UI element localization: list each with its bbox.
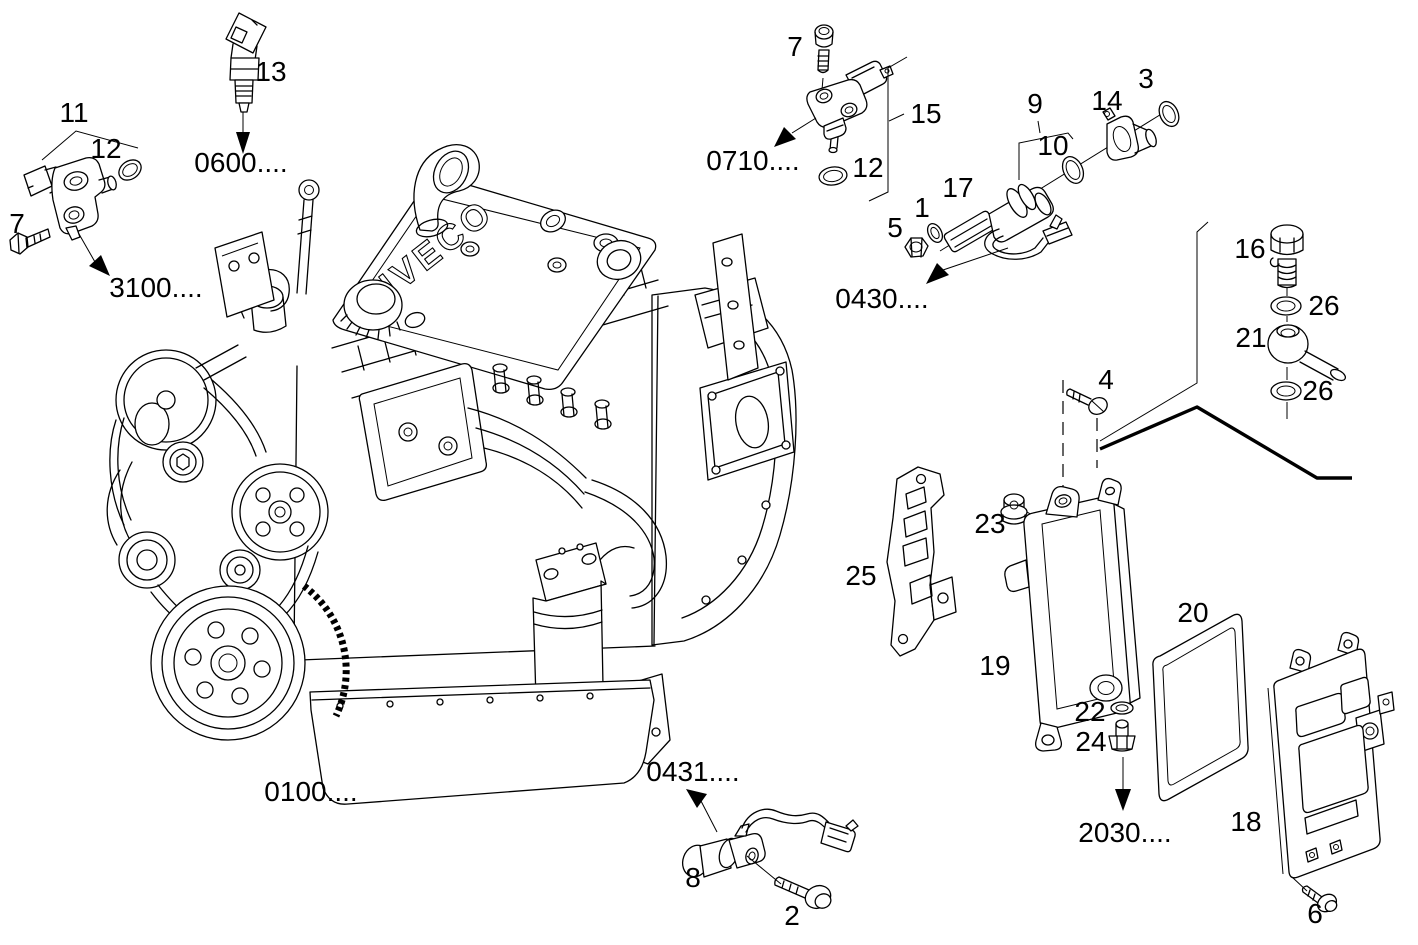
code-3100: 3100....	[109, 272, 202, 303]
arrow-to-0431	[686, 789, 707, 808]
callout-9: 9	[1027, 88, 1043, 119]
callout-16: 16	[1234, 233, 1265, 264]
code-0600: 0600....	[194, 147, 287, 178]
arrow-to-0600	[236, 132, 250, 154]
callout-19: 19	[979, 650, 1010, 681]
callout-25: 25	[845, 560, 876, 591]
callout-22: 22	[1074, 696, 1105, 727]
callout-20: 20	[1177, 597, 1208, 628]
callout-10: 10	[1037, 130, 1068, 161]
arrow-to-3100	[89, 255, 110, 276]
callout-14: 14	[1091, 85, 1122, 116]
temp-sensor-13	[225, 12, 267, 154]
ecu-mount-group	[886, 380, 1141, 811]
callout-2: 2	[784, 900, 800, 931]
code-0431: 0431....	[646, 756, 739, 787]
callout-13: 13	[255, 56, 286, 87]
gasket-20	[1152, 613, 1249, 802]
callout-7-right: 7	[787, 31, 803, 62]
arrow-to-0430	[926, 263, 949, 284]
callout-labels: 13 11 12 7 7 15 12 9 10 14 3 17 1 5 16 2…	[9, 31, 1339, 931]
callout-11: 11	[59, 97, 88, 128]
callout-23: 23	[974, 508, 1005, 539]
callout-5: 5	[887, 212, 903, 243]
callout-4: 4	[1098, 364, 1114, 395]
callout-24: 24	[1075, 726, 1106, 757]
callout-1: 1	[914, 192, 930, 223]
ecu-18-group	[1267, 631, 1395, 913]
callout-8: 8	[685, 862, 701, 893]
callout-26-bottom: 26	[1302, 375, 1333, 406]
arrow-to-0710	[774, 127, 796, 147]
code-0430: 0430....	[835, 283, 928, 314]
camshaft-sensor-group-0430	[904, 100, 1180, 284]
map-sensor-group-0710	[774, 24, 908, 202]
arrow-to-2030	[1115, 789, 1131, 811]
callout-12-right: 12	[852, 152, 883, 183]
callout-15: 15	[910, 98, 941, 129]
pressure-sensor-group-3100	[9, 130, 142, 276]
callout-12-left: 12	[90, 133, 121, 164]
callout-3: 3	[1138, 63, 1154, 94]
callout-6: 6	[1307, 898, 1323, 929]
code-2030: 2030....	[1078, 817, 1171, 848]
engine-illustration: IVECO	[106, 144, 797, 805]
code-0100: 0100....	[264, 776, 357, 807]
banjo-fitting-group	[1099, 221, 1352, 480]
callout-7-left: 7	[9, 208, 25, 239]
callout-18: 18	[1230, 806, 1261, 837]
callout-26-top: 26	[1308, 290, 1339, 321]
code-0710: 0710....	[706, 145, 799, 176]
part-code-labels: 0600.... 3100.... 0100.... 0710.... 0430…	[109, 145, 1171, 848]
callout-17: 17	[942, 172, 973, 203]
callout-21: 21	[1235, 322, 1266, 353]
crank-sensor-group-0431	[681, 789, 859, 910]
